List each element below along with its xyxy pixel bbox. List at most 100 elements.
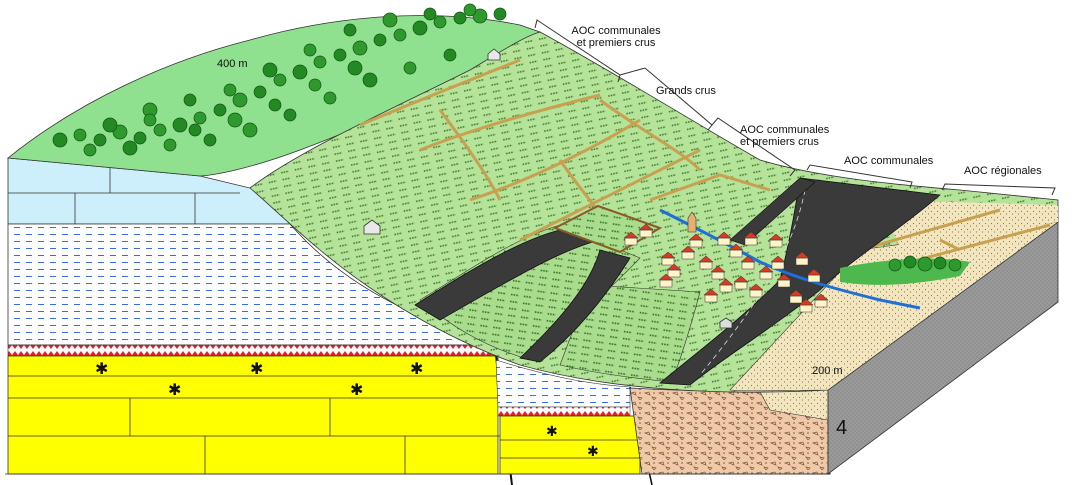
tree-icon — [143, 113, 157, 127]
roof-icon — [658, 273, 674, 281]
roof-icon — [638, 223, 654, 231]
tree-icon — [262, 62, 278, 78]
tree-icon — [343, 23, 357, 37]
house-icon — [744, 237, 758, 246]
label-line: et premiers crus — [740, 136, 819, 148]
tree-icon — [102, 117, 118, 133]
roof-icon — [748, 283, 764, 291]
roof-icon — [813, 293, 829, 301]
tree-icon — [52, 132, 68, 148]
label-aoc-communales-premiers-crus-lower: AOC communales et premiers crus — [740, 124, 829, 148]
house-icon — [667, 269, 681, 278]
tree-icon — [412, 20, 428, 36]
roof-icon — [798, 298, 814, 306]
house-icon — [749, 289, 763, 298]
roof-icon — [776, 273, 792, 281]
house-icon — [719, 284, 733, 293]
tree-icon — [227, 112, 243, 128]
roof-icon — [623, 231, 639, 239]
tree-icon — [73, 128, 87, 142]
road-curve — [519, 249, 631, 363]
roof-icon — [688, 233, 704, 241]
roof-icon — [703, 288, 719, 296]
tree-icon — [193, 111, 207, 125]
tree-icon — [903, 255, 917, 269]
plain-sand — [729, 221, 1059, 392]
tree-icon — [352, 40, 368, 56]
tree-icon — [223, 83, 237, 97]
house-icon — [807, 274, 821, 283]
tree-icon — [93, 133, 107, 147]
house-icon — [639, 229, 653, 238]
tree-icon — [393, 28, 407, 42]
label-scale-number: 4 — [836, 417, 848, 439]
tree-icon — [463, 3, 477, 17]
tree-icon — [493, 7, 507, 21]
house-icon — [799, 304, 813, 313]
tree-icon — [112, 124, 128, 140]
label-altitude-400: 400 m — [217, 58, 248, 70]
label-aoc-regionales: AOC régionales — [964, 165, 1042, 177]
house-icon — [734, 281, 748, 290]
label-aoc-communales-premiers-crus-upper: AOC communales et premiers crus — [571, 25, 660, 49]
tree-icon — [122, 140, 138, 156]
tree-icon — [303, 43, 317, 57]
tree-icon — [917, 256, 933, 272]
tree-icon — [313, 55, 327, 69]
tree-icon — [253, 85, 267, 99]
tree-icon — [188, 123, 202, 137]
house-icon — [759, 271, 773, 280]
svg-text:✱: ✱ — [587, 444, 599, 460]
label-line: et premiers crus — [576, 37, 656, 49]
house-icon — [699, 261, 713, 270]
roof-icon — [666, 263, 682, 271]
forest-trees — [52, 3, 962, 272]
roof-icon — [788, 289, 804, 297]
tree-icon — [347, 60, 363, 76]
house-icon — [777, 279, 791, 288]
tree-icon — [292, 64, 308, 80]
roof-icon — [680, 245, 696, 253]
tree-icon — [183, 93, 197, 107]
tree-icon — [472, 8, 488, 24]
zone-brackets — [534, 19, 1056, 196]
tree-icon — [443, 48, 457, 62]
svg-text:✱: ✱ — [350, 380, 363, 399]
house-icon — [689, 239, 703, 248]
yellow-limestone-right — [499, 415, 641, 475]
label-aoc-communales: AOC communales — [844, 155, 934, 167]
road-main — [658, 177, 941, 386]
village — [623, 211, 829, 313]
church-icon — [687, 211, 697, 233]
svg-text:✱: ✱ — [250, 359, 263, 378]
tree-icon — [308, 78, 322, 92]
tree-icon — [888, 258, 902, 272]
house-icon — [771, 261, 785, 270]
roof-icon — [743, 231, 759, 239]
geology-cross-section: ✱ ✱ ✱ ✱ ✱ ✱ ✱ — [5, 157, 831, 485]
tree-icon — [153, 123, 167, 137]
tree-icon — [948, 258, 962, 272]
tree-icon — [172, 117, 188, 133]
svg-text:✱: ✱ — [546, 424, 558, 440]
fossil-stars: ✱ ✱ ✱ ✱ ✱ — [95, 359, 423, 399]
svg-text:✱: ✱ — [410, 359, 423, 378]
tree-icon — [323, 91, 337, 105]
tree-icon — [382, 12, 398, 28]
roof-icon — [794, 251, 810, 259]
roof-icon — [758, 265, 774, 273]
tree-icon — [232, 92, 248, 108]
tree-icon — [203, 133, 217, 147]
house-icon — [681, 251, 695, 260]
house-icon — [769, 239, 783, 248]
tree-icon — [268, 98, 282, 112]
tree-icon — [433, 15, 447, 29]
tree-icon — [333, 48, 347, 62]
red-band-left — [7, 344, 497, 357]
tree-icon — [283, 108, 297, 122]
tree-icon — [362, 72, 378, 88]
label-altitude-200: 200 m — [812, 365, 843, 377]
roof-icon — [806, 268, 822, 276]
road-top — [729, 177, 816, 246]
